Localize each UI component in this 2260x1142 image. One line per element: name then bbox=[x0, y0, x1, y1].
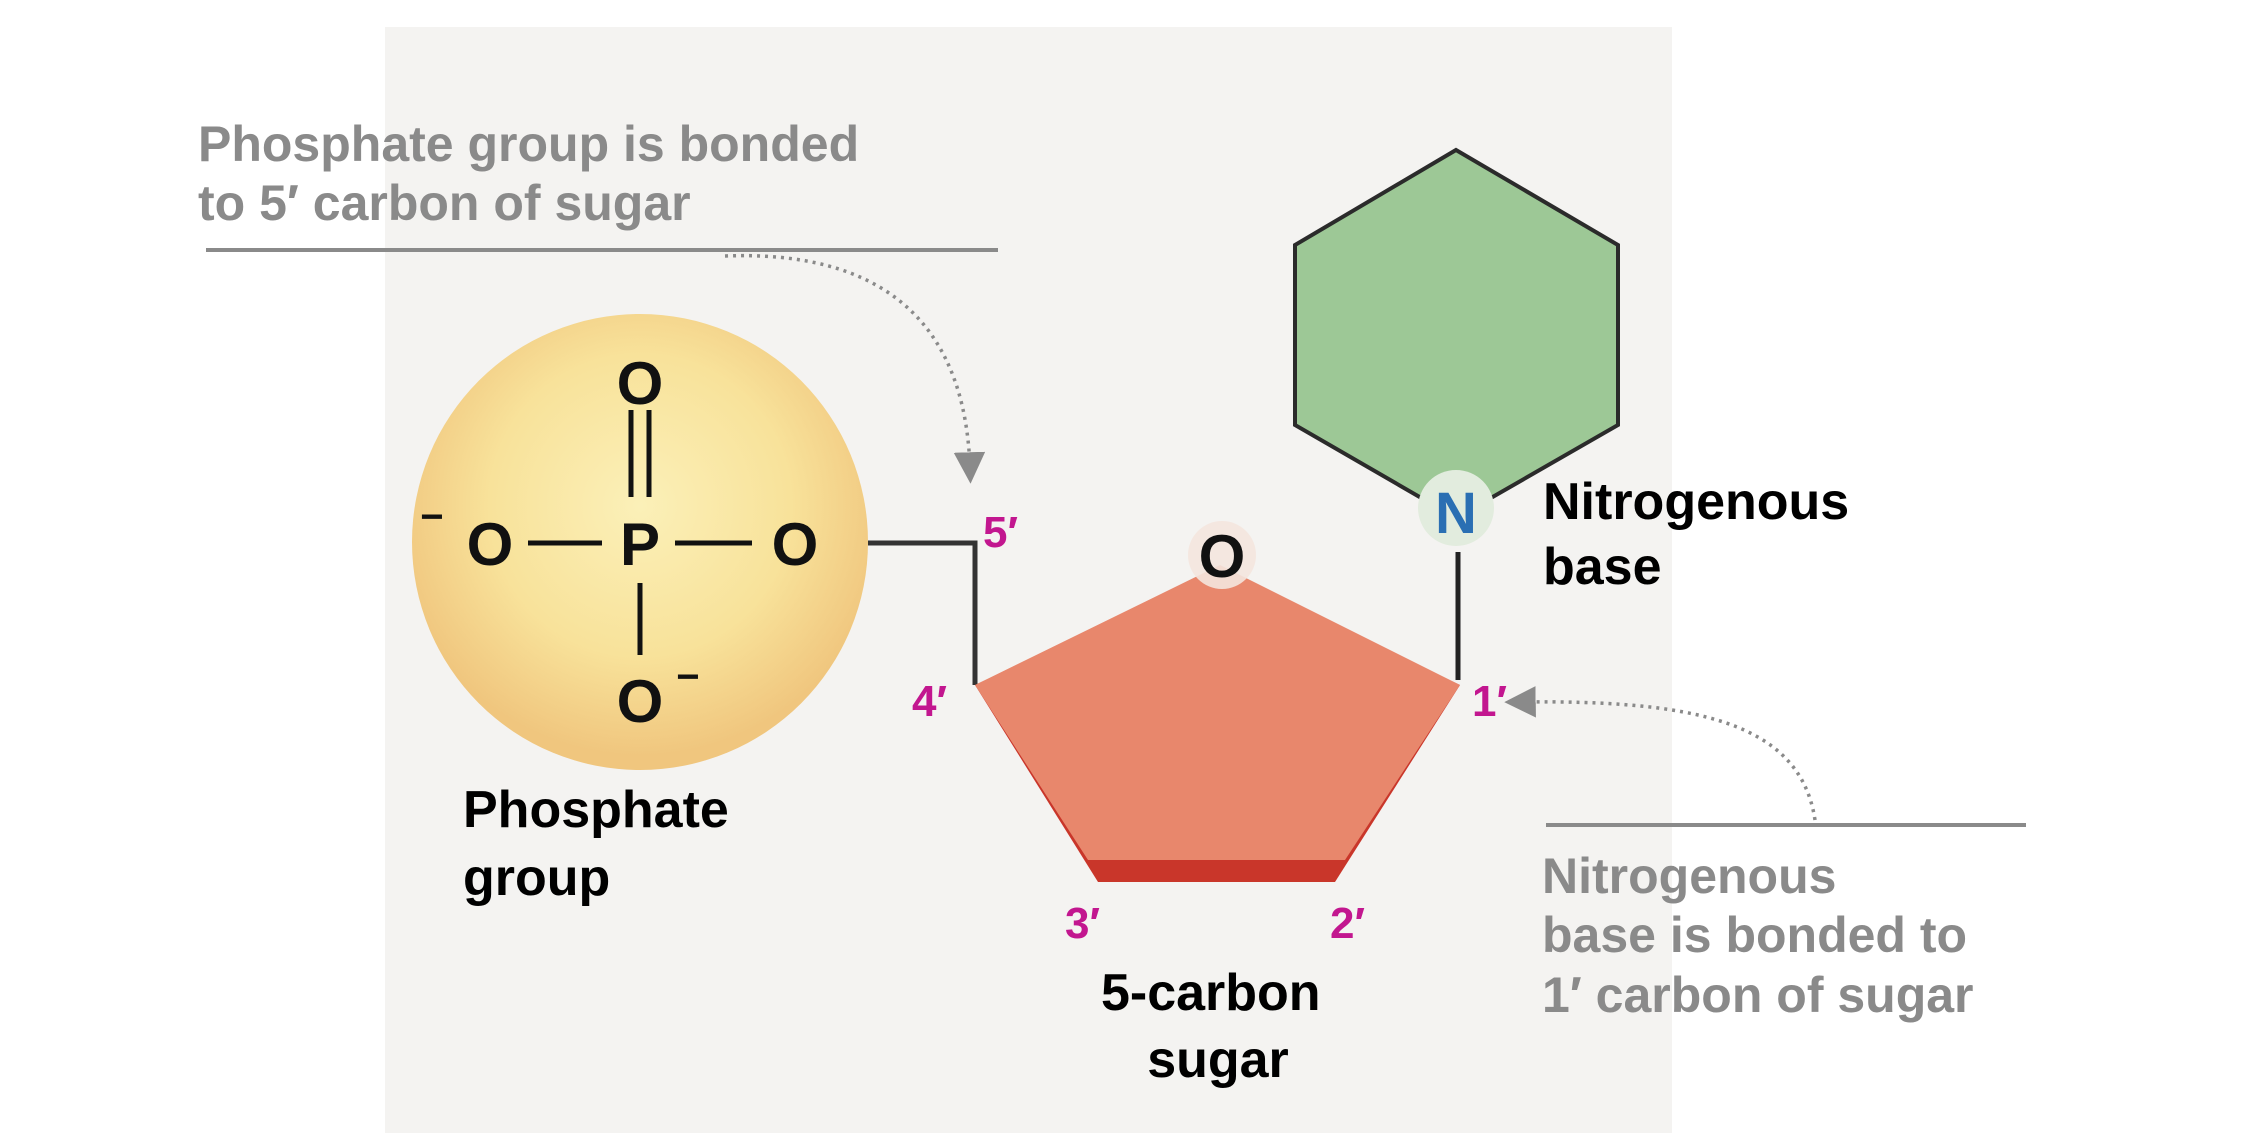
label-line: sugar bbox=[1147, 1031, 1289, 1089]
carbon-2-label: 2′ bbox=[1330, 899, 1365, 948]
label-line: 5-carbon bbox=[1101, 964, 1321, 1022]
annotation-base-bond: Nitrogenous base is bonded to 1′ carbon … bbox=[1542, 848, 1981, 1023]
phosphate-sphere bbox=[412, 314, 868, 770]
annotation-phosphate-bond: Phosphate group is bonded to 5′ carbon o… bbox=[198, 116, 873, 231]
nitrogen-highlight bbox=[1418, 470, 1494, 546]
nitrogen-atom: N bbox=[1435, 481, 1477, 546]
label-line: Phosphate bbox=[463, 781, 729, 839]
negative-charge-left: − bbox=[420, 495, 443, 539]
annotation-line: 1′ carbon of sugar bbox=[1542, 967, 1974, 1023]
annotation-line: Phosphate group is bonded bbox=[198, 116, 859, 172]
ring-oxygen: O bbox=[1199, 523, 1246, 590]
annotation-arrow-to-1-carbon bbox=[1504, 686, 1817, 821]
annotation-arrow-to-5-carbon bbox=[724, 253, 986, 484]
annotation-line: to 5′ carbon of sugar bbox=[198, 175, 691, 231]
label-line: base bbox=[1543, 538, 1662, 596]
oxygen-bottom: O bbox=[617, 668, 664, 735]
carbon-1-label: 1′ bbox=[1472, 677, 1507, 726]
phosphate-sugar-bond bbox=[868, 540, 978, 685]
oxygen-left: O bbox=[467, 511, 514, 578]
phosphorus-atom: P bbox=[620, 511, 660, 578]
oxygen-right: O bbox=[772, 511, 819, 578]
carbon-3-label: 3′ bbox=[1065, 899, 1100, 948]
label-phosphate-group: Phosphate group bbox=[463, 781, 743, 907]
annotation-line: base is bonded to bbox=[1542, 907, 1967, 963]
ring-oxygen-highlight bbox=[1188, 521, 1256, 589]
label-line: Nitrogenous bbox=[1543, 473, 1849, 531]
label-5-carbon-sugar: 5-carbon sugar bbox=[1101, 964, 1335, 1089]
carbon-4-label: 4′ bbox=[912, 677, 947, 726]
carbon-5-label: 5′ bbox=[983, 508, 1018, 557]
annotation-line: Nitrogenous bbox=[1542, 848, 1836, 904]
label-nitrogenous-base: Nitrogenous base bbox=[1543, 473, 1864, 596]
oxygen-top: O bbox=[617, 350, 664, 417]
negative-charge-bottom: − bbox=[676, 655, 699, 699]
sugar-ring bbox=[975, 565, 1460, 860]
label-line: group bbox=[463, 849, 610, 907]
